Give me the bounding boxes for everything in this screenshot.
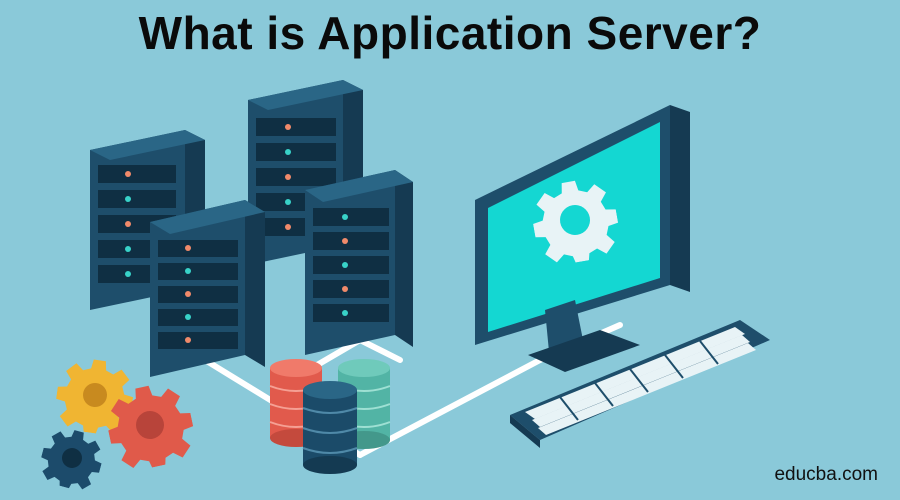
gear-icon [52,355,138,438]
gear-icon [100,378,200,475]
keyboard-icon [510,320,770,448]
server-rack-icon [150,200,265,377]
watermark-text: educba.com [774,464,878,485]
server-rack-icon [305,170,413,355]
database-icon [302,381,358,474]
monitor-icon [475,105,690,372]
gear-icon [35,423,109,495]
gear-icon [526,174,624,269]
page-title: What is Application Server? [138,7,762,59]
